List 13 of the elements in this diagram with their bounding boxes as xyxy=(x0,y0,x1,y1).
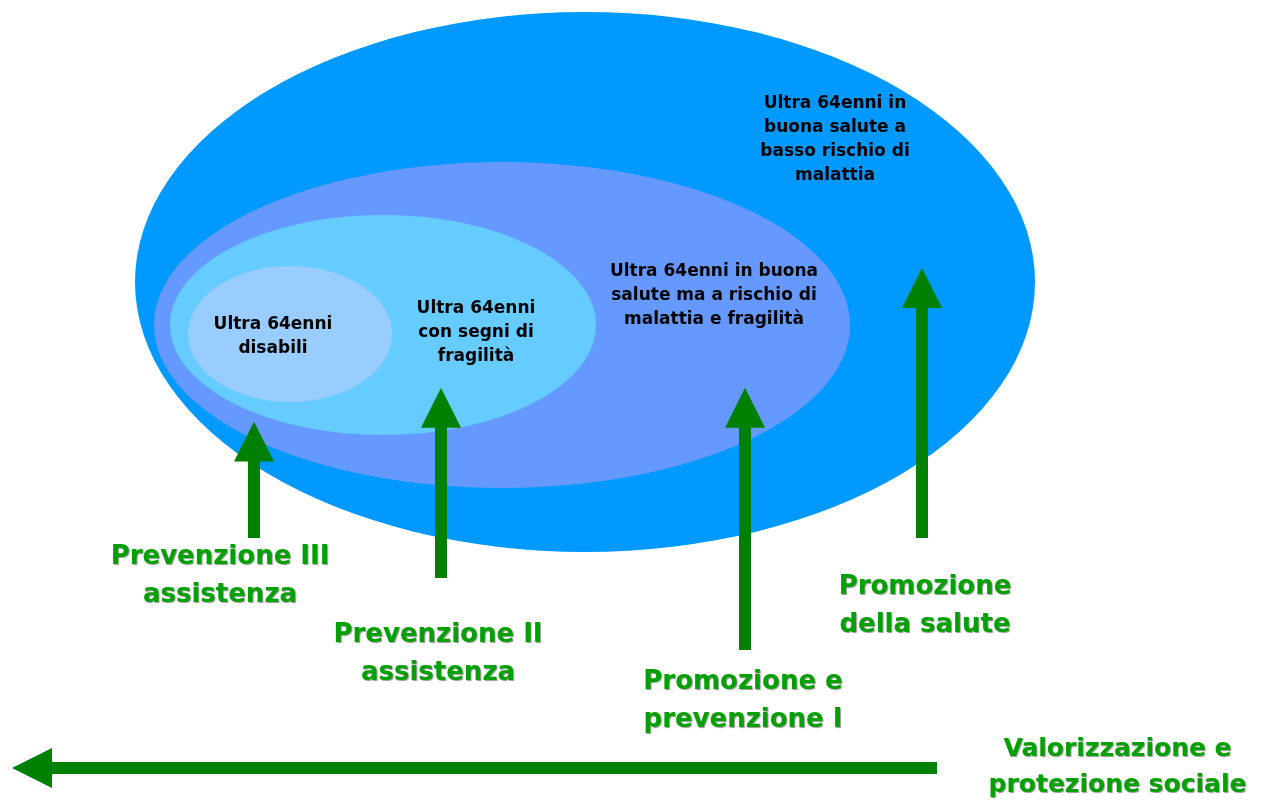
arrow xyxy=(234,421,274,538)
region-label: Ultra 64enni in buona salute a basso rischio di malattia xyxy=(759,91,911,186)
arrow xyxy=(12,748,937,788)
intervention-label: Prevenzione III assistenza xyxy=(109,539,331,610)
region-label: Ultra 64enni disabili xyxy=(212,312,334,359)
intervention-label: Prevenzione II assistenza xyxy=(332,617,544,688)
arrow xyxy=(902,267,942,538)
arrow xyxy=(725,387,765,650)
intervention-label: Promozione della salute xyxy=(837,569,1013,640)
intervention-label: Promozione e prevenzione I xyxy=(642,664,844,735)
intervention-label: Valorizzazione e protezione sociale xyxy=(987,732,1248,800)
region-label: Ultra 64enni in buona salute ma a rischio di malattia e fragilità xyxy=(608,259,819,330)
region-label: Ultra 64enni con segni di fragilità xyxy=(415,296,537,367)
